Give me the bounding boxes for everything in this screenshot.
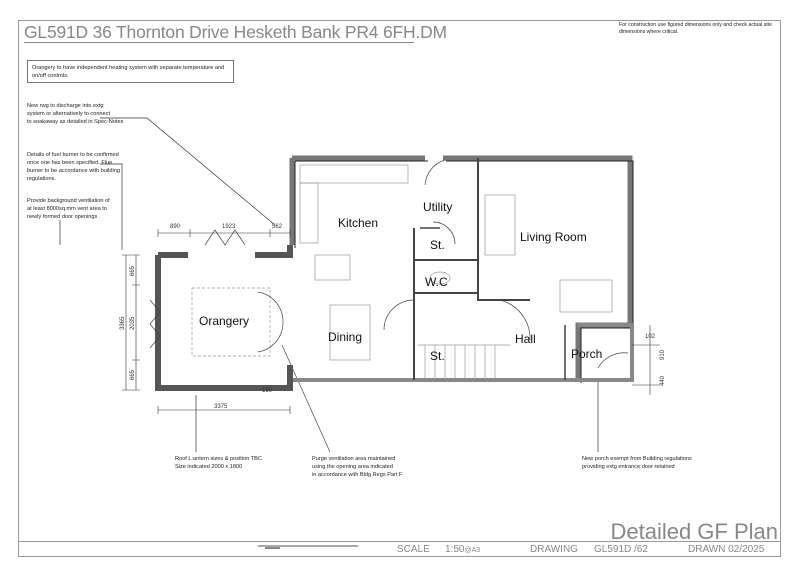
sofa xyxy=(484,194,516,256)
door-swing xyxy=(597,352,629,369)
dim-1923: 1923 xyxy=(222,224,236,230)
room-living: Living Room xyxy=(520,230,587,244)
leader-line xyxy=(100,117,276,226)
scale-paper: @A3 xyxy=(464,547,481,554)
leader-line xyxy=(281,344,331,453)
dining-table xyxy=(329,304,371,361)
dim-890: 890 xyxy=(170,224,181,230)
note-line: Size indicated 2000 x 1800 xyxy=(175,464,243,470)
note-line: New porch exempt from Building regulatio… xyxy=(582,456,692,462)
room-porch: Porch xyxy=(571,347,602,361)
bifold-door xyxy=(149,299,161,349)
drawing-frame xyxy=(18,20,781,557)
dim-665-bottom: 665 xyxy=(130,369,136,380)
walls xyxy=(155,155,634,391)
note-line: New rwg to discharge into extg xyxy=(27,103,104,109)
room-dining: Dining xyxy=(328,330,362,344)
room-store-under-stairs: St. xyxy=(430,349,445,363)
ventilation-note: Provide background ventilation of at lea… xyxy=(27,197,110,221)
title-block-divider xyxy=(18,541,781,542)
door-swing xyxy=(424,159,446,186)
note-line: to soakaway as detailed in Spec-Notes xyxy=(27,119,124,125)
note-line: regulations. xyxy=(27,176,56,182)
door-swing xyxy=(257,291,284,323)
room-kitchen: Kitchen xyxy=(338,216,378,230)
leader-lines xyxy=(59,117,599,453)
construction-note: For construction use figured dimensions … xyxy=(619,22,772,35)
doors xyxy=(149,159,629,369)
note-line: providing extg entrance door retained xyxy=(582,464,675,470)
left-dimension-lines xyxy=(122,254,140,391)
kitchen-worktop xyxy=(299,164,409,184)
note-line: Roof L:antern sizes & position TBC xyxy=(175,456,262,462)
internal-walls xyxy=(413,158,530,380)
door-swing xyxy=(499,299,531,341)
dim-150: 150 xyxy=(262,388,273,394)
note-line: burner to be accordance with building xyxy=(27,168,120,174)
room-store: St. xyxy=(430,238,445,252)
dim-3375: 3375 xyxy=(214,404,228,410)
dim-562: 562 xyxy=(272,224,283,230)
note-line: newly formed door openings xyxy=(27,214,98,220)
note-line: Details of fuel burner to be confirmed xyxy=(27,152,119,158)
orangery-top-wall xyxy=(158,245,293,258)
note-line: Provide background ventilation of xyxy=(27,198,110,204)
staircase xyxy=(418,344,510,380)
note-line: in accordance with Bldg Regs Part F xyxy=(312,472,403,478)
top-dimension-line xyxy=(157,229,291,237)
dim-440: 440 xyxy=(660,375,666,386)
title-underline xyxy=(24,42,414,43)
drawing-number: GL591D /62 xyxy=(594,544,648,555)
note-line: Purge ventilation area maintained xyxy=(312,456,396,462)
roof-lantern xyxy=(191,287,271,357)
drawing-title: GL591D 36 Thornton Drive Hesketh Bank PR… xyxy=(24,22,447,42)
heating-note: Orangery to have independent heating sys… xyxy=(27,60,234,83)
roof-lantern-note: Roof L:antern sizes & position TBC Size … xyxy=(175,455,262,471)
dim-3365: 3365 xyxy=(120,316,126,330)
room-hall: Hall xyxy=(515,332,536,346)
dim-2035: 2035 xyxy=(130,316,136,330)
door-swing xyxy=(383,299,415,331)
note-line: once one has been specified. Flue xyxy=(27,160,113,166)
fuel-burner-note: Details of fuel burner to be confirmed o… xyxy=(27,151,120,183)
door-swing xyxy=(257,321,284,353)
note-line: at least 8000sq.mm vent area to xyxy=(27,206,107,212)
bifold-door xyxy=(204,229,246,246)
porch-note: New porch exempt from Building regulatio… xyxy=(582,455,692,471)
scale-bar xyxy=(258,545,358,549)
dimension-lines xyxy=(122,229,660,414)
leader-line xyxy=(100,163,123,250)
scale-label: SCALE xyxy=(397,544,430,555)
dim-665-top: 665 xyxy=(130,265,136,276)
kitchen-worktop-side xyxy=(299,182,319,244)
note-line: using the opening area indicated xyxy=(312,464,393,470)
sofa xyxy=(559,279,613,313)
rwg-note: New rwg to discharge into extg system or… xyxy=(27,102,123,126)
room-utility: Utility xyxy=(423,200,452,214)
note-line: system or alternatively to connect xyxy=(27,111,111,117)
orangery-wall xyxy=(155,255,293,391)
drawn-date: DRAWN 02/2025 xyxy=(688,544,765,555)
room-wc: W.C xyxy=(425,275,448,289)
door-swing xyxy=(432,221,456,245)
sheet-title: Detailed GF Plan xyxy=(610,519,778,544)
kitchen-island xyxy=(314,254,351,281)
front-wall xyxy=(290,323,634,382)
bottom-dimension-line xyxy=(157,406,291,414)
dimension-labels: 890 1923 562 3365 2035 665 665 3375 150 … xyxy=(120,224,666,410)
internal-walls-minor xyxy=(420,227,566,380)
right-dimension-lines xyxy=(632,325,660,395)
scale-ratio: 1:50 xyxy=(445,544,465,555)
dim-910: 910 xyxy=(660,349,666,360)
dim-102: 102 xyxy=(645,334,656,340)
room-labels: Kitchen Utility St. Living Room W.C Oran… xyxy=(199,200,602,363)
toilet xyxy=(429,271,451,285)
scale-value: 1:50@A3 xyxy=(445,544,480,555)
drawing-label: DRAWING xyxy=(530,544,578,555)
room-orangery: Orangery xyxy=(199,314,249,328)
purge-note: Purge ventilation area maintained using … xyxy=(312,455,402,479)
fixtures xyxy=(191,164,613,380)
